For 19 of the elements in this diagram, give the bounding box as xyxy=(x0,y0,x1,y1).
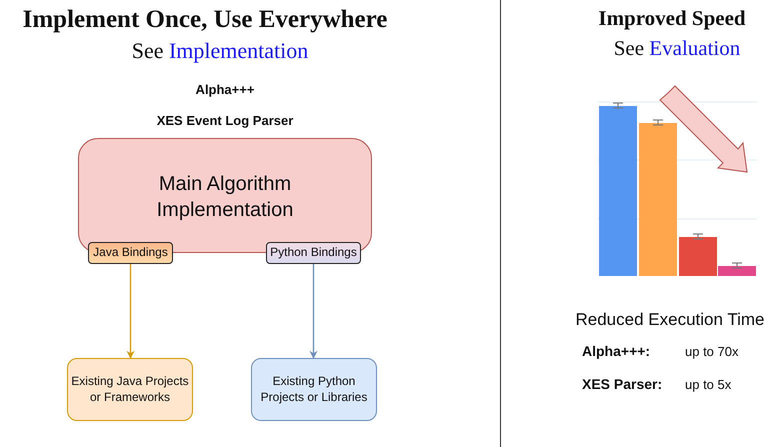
metric-label: Alpha+++: xyxy=(582,343,650,359)
binding-box: Java Bindings xyxy=(88,242,173,264)
arrow xyxy=(126,264,134,359)
subheading: See xyxy=(614,36,646,60)
component-label: XES Event Log Parser xyxy=(156,113,294,128)
component-label: Alpha+++ xyxy=(196,82,254,97)
binding-box: Python Bindings xyxy=(266,242,361,264)
target-box: Existing Java Projects or Frameworks xyxy=(67,358,193,421)
metric-label: XES Parser: xyxy=(582,376,662,392)
result-heading: Reduced Execution Time xyxy=(576,310,764,330)
arrow xyxy=(310,264,318,359)
heading: Improved Speed xyxy=(598,6,746,31)
metric-value: up to 70x xyxy=(685,344,738,359)
target-box: Existing Python Projects or Libraries xyxy=(251,358,377,421)
subheading: See xyxy=(132,38,164,63)
section-link: Implementation xyxy=(168,38,308,63)
heading: Implement Once, Use Everywhere xyxy=(22,6,388,34)
metric-value: up to 5x xyxy=(685,377,732,392)
section-link: Evaluation xyxy=(649,36,740,60)
